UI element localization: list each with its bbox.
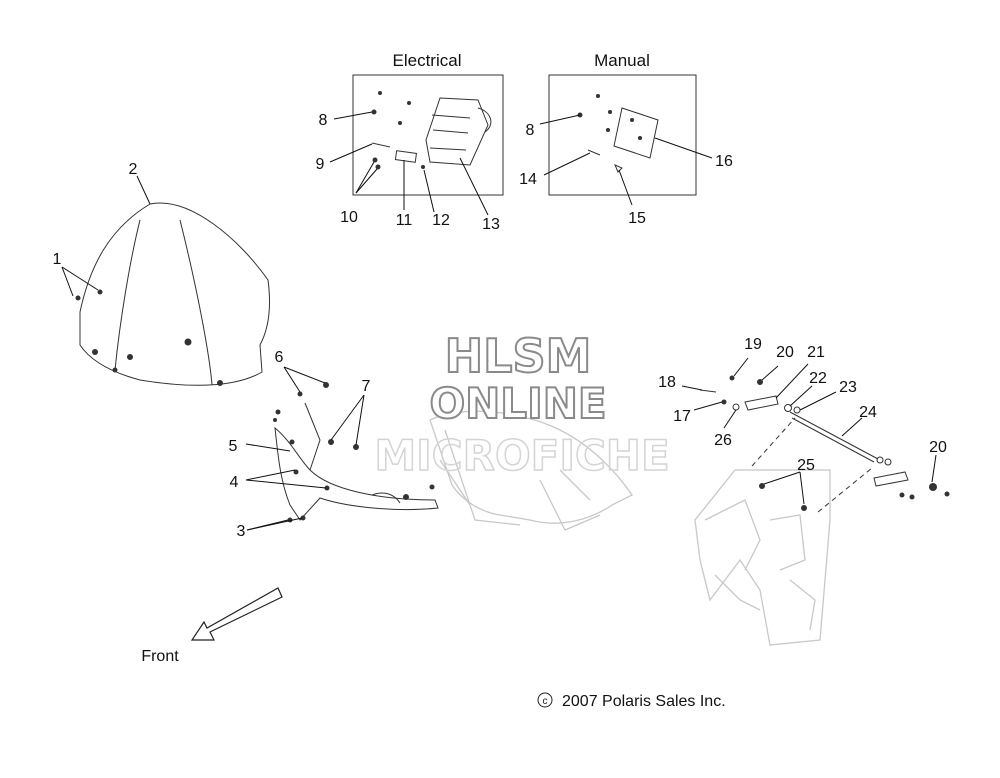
watermark: HLSM ONLINE MICROFICHE [374, 328, 671, 481]
steering-linkage [681, 357, 950, 513]
callout-13: 13 [482, 216, 500, 233]
watermark-line-1: HLSM [445, 329, 592, 383]
callout-21: 21 [807, 344, 825, 361]
callout-19: 19 [744, 336, 762, 353]
electrical-box-frame [352, 74, 504, 196]
callout-17: 17 [673, 408, 691, 425]
callout-25: 25 [797, 457, 815, 474]
callout-15: 15 [628, 210, 646, 227]
windshield-bracket [245, 366, 439, 531]
callout-1: 1 [53, 251, 62, 268]
callout-11: 11 [396, 212, 413, 229]
callout-16: 16 [715, 153, 733, 170]
watermark-line-2: ONLINE [429, 379, 606, 428]
manual-box: Manual [539, 51, 713, 206]
manual-bracket [613, 107, 659, 159]
electrical-box-title: Electrical [393, 51, 462, 70]
manual-box-frame [548, 74, 697, 196]
ghost-hood-assembly [429, 410, 633, 531]
copyright-icon [537, 692, 553, 708]
callout-9: 9 [316, 156, 325, 173]
callout-26: 26 [714, 432, 732, 449]
callout-7: 7 [362, 378, 371, 395]
ghost-steering-frame [694, 469, 831, 646]
electric-actuator [425, 97, 489, 166]
watermark-line-3: MICROFICHE [374, 431, 669, 480]
callout-24: 24 [859, 404, 877, 421]
copyright-symbol: c [543, 696, 548, 707]
callout-22: 22 [809, 370, 827, 387]
front-arrow: Front [141, 587, 283, 665]
callout-2: 2 [129, 161, 138, 178]
callout-6: 6 [275, 349, 284, 366]
copyright: c 2007 Polaris Sales Inc. [537, 692, 726, 710]
callout-12: 12 [432, 212, 450, 229]
electrical-box: Electrical [329, 51, 504, 216]
callout-labels: 2 1 8 9 10 11 12 13 8 14 15 16 6 7 5 4 3… [53, 112, 947, 540]
windshield [61, 175, 271, 386]
callout-20-lower: 20 [929, 439, 947, 456]
callout-4: 4 [230, 474, 239, 491]
manual-box-title: Manual [594, 51, 650, 70]
front-label: Front [141, 648, 179, 665]
callout-10: 10 [340, 209, 358, 226]
callout-8-manual: 8 [526, 122, 535, 139]
copyright-text: 2007 Polaris Sales Inc. [562, 693, 726, 710]
callout-5: 5 [229, 438, 238, 455]
callout-14: 14 [519, 171, 537, 188]
callout-3: 3 [237, 523, 246, 540]
callout-18: 18 [658, 374, 676, 391]
callout-23: 23 [839, 379, 857, 396]
callout-20-upper: 20 [776, 344, 794, 361]
callout-8-electrical: 8 [319, 112, 328, 129]
